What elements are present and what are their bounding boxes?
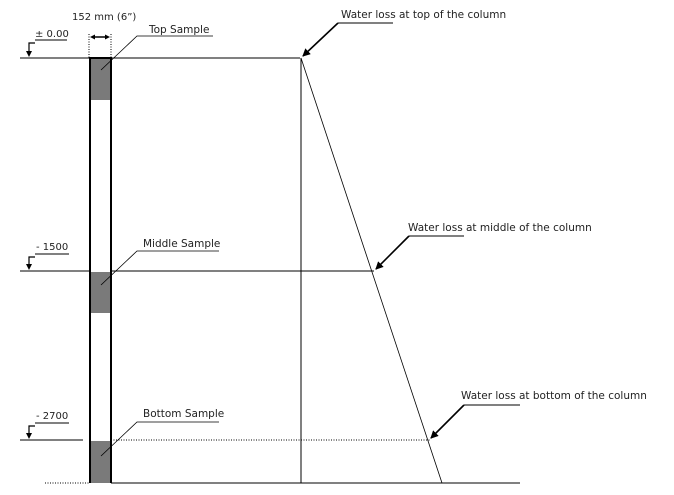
top-sample-label: Top Sample: [148, 24, 209, 36]
level-leader: [28, 42, 35, 53]
sample-callout-bottom: Bottom Sample: [100, 408, 224, 457]
water-loss-top-label: Water loss at top of the column: [341, 9, 506, 21]
sample-callout-top: Top Sample: [100, 24, 213, 71]
water-loss-callout-bottom: Water loss at bottom of the column: [430, 390, 647, 439]
water-loss-profile-line: [300, 57, 443, 484]
top-sample-block: [90, 59, 111, 100]
level-label-bottom: - 2700: [36, 411, 68, 422]
callout-arrow-icon: [302, 22, 339, 57]
callout-arrow-icon: [430, 404, 465, 439]
sample-callout-middle: Middle Sample: [100, 238, 220, 286]
level-marker-bottom: - 2700: [26, 411, 69, 439]
callout-arrow-icon: [375, 235, 410, 270]
column-width-label: 152 mm (6”): [72, 12, 136, 23]
bottom-sample-label: Bottom Sample: [143, 408, 224, 420]
water-loss-middle-label: Water loss at middle of the column: [408, 222, 592, 234]
level-arrow-down-icon: [26, 51, 32, 57]
level-leader: [28, 425, 35, 435]
level-marker-middle: - 1500: [26, 242, 69, 270]
column-width-dimension: 152 mm (6”): [72, 12, 136, 58]
middle-sample-label: Middle Sample: [143, 238, 220, 250]
bottom-sample-block: [90, 441, 111, 483]
level-label-middle: - 1500: [36, 242, 68, 253]
column-body: [90, 58, 111, 483]
sample-leader: [100, 35, 213, 71]
sample-leader: [100, 421, 219, 457]
water-loss-callout-middle: Water loss at middle of the column: [375, 222, 592, 270]
level-leader: [28, 256, 35, 266]
level-arrow-down-icon: [26, 264, 32, 270]
water-loss-callout-top: Water loss at top of the column: [302, 9, 506, 57]
level-arrow-down-icon: [26, 433, 32, 439]
level-marker-top: ± 0.00: [26, 29, 69, 57]
dimension-arrow-right-icon: [105, 34, 110, 40]
middle-sample-block: [90, 272, 111, 313]
level-label-top: ± 0.00: [35, 29, 69, 40]
soil-column: [89, 57, 112, 483]
dimension-arrow-left-icon: [90, 34, 95, 40]
sample-leader: [100, 250, 219, 286]
water-loss-bottom-label: Water loss at bottom of the column: [461, 390, 647, 402]
